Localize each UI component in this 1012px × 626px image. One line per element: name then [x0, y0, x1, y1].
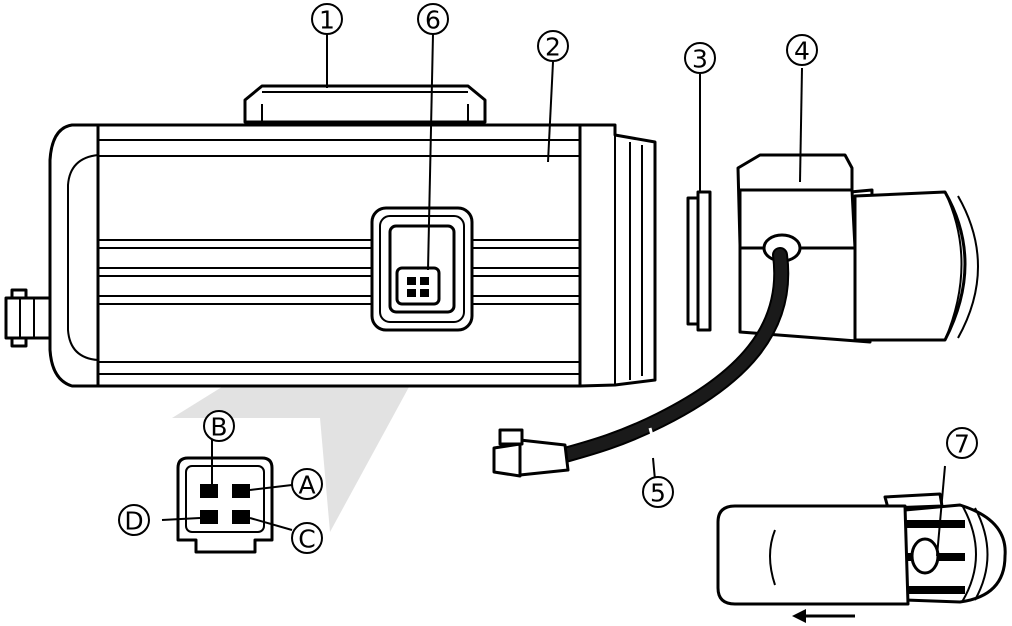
callout-3: 3 [684, 42, 716, 74]
pin-a-text: A [298, 471, 315, 500]
callout-2: 2 [537, 30, 569, 62]
callout-2-text: 2 [545, 33, 561, 62]
lens-socket [370, 206, 474, 332]
pin-label-d: D [118, 504, 150, 536]
pin-c-text: C [298, 525, 315, 554]
pin-label-a: A [291, 468, 323, 500]
pin-b-square [200, 484, 218, 498]
lens-cable [492, 247, 790, 478]
pin-b-text: B [210, 413, 227, 442]
callout-7: 7 [946, 427, 978, 459]
pin-d-text: D [124, 507, 143, 536]
callout-4-text: 4 [794, 37, 810, 66]
pin-d-square [200, 510, 218, 524]
pin-c-square [232, 510, 250, 524]
back-cover-detail [716, 465, 1007, 623]
adapter-ring [686, 190, 712, 332]
callout-1-text: 1 [319, 6, 335, 35]
callout-7-text: 7 [954, 430, 970, 459]
callout-4: 4 [786, 34, 818, 66]
callout-6: 6 [417, 3, 449, 35]
camera-body [4, 84, 657, 388]
pin-a-square [232, 484, 250, 498]
arrow-head-icon [792, 609, 806, 623]
pin-label-b: B [203, 410, 235, 442]
callout-6-text: 6 [425, 6, 441, 35]
pin-label-c: C [291, 522, 323, 554]
callout-1: 1 [311, 3, 343, 35]
leader-lines [326, 33, 803, 481]
connector-detail [161, 438, 293, 554]
callout-3-text: 3 [692, 45, 708, 74]
callout-5: 5 [642, 476, 674, 508]
callout-5-text: 5 [650, 479, 666, 508]
